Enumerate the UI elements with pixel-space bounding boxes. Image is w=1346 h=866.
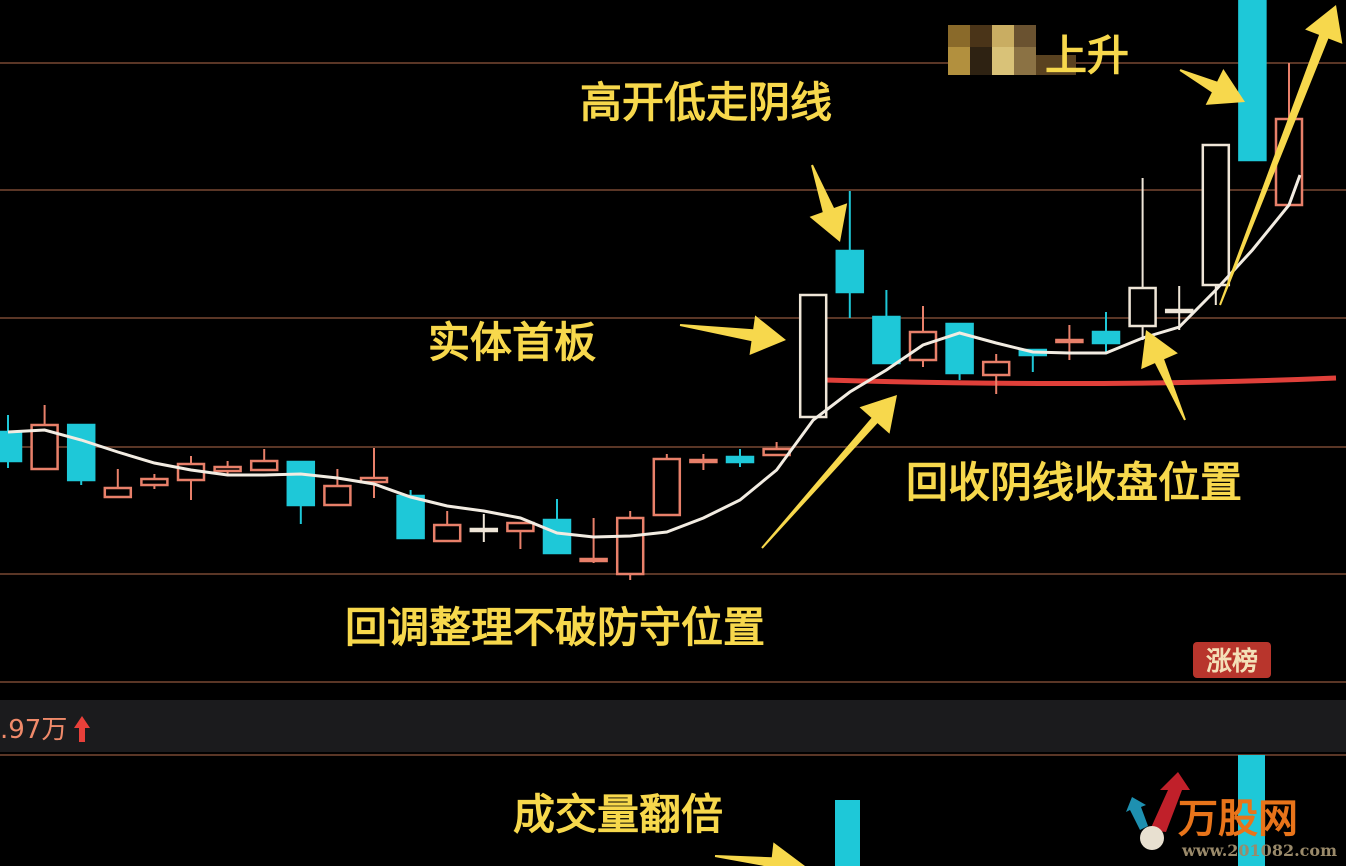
candle-body [1091,330,1121,345]
candle [286,460,316,524]
candle [1128,178,1157,340]
volume-value: .97万 [0,715,67,745]
candle-body [798,293,828,419]
candle-body [323,484,352,507]
pixelated-mosaic [948,25,1076,75]
candle-body [286,460,316,507]
candle [872,290,901,365]
candle-body [1128,286,1157,328]
candle [30,405,59,471]
candle [1238,0,1267,162]
candle [1091,312,1121,352]
candle [908,306,938,367]
candle-body [396,494,425,540]
candle-body [945,322,974,375]
annotation-pullback-hold: 回调整理不破防守位置 [345,603,765,652]
candle-body [249,459,279,472]
candle [579,518,608,563]
site-logo: 万股网 www.201082.com [1126,772,1337,860]
svg-text:万股网: 万股网 [1178,796,1298,842]
candle-body [1055,338,1084,344]
annotation-arrow [1219,5,1343,306]
candle-body [689,458,718,464]
candle [103,469,133,499]
candle [176,456,206,500]
candle-body [103,486,133,499]
candle-body [579,557,608,563]
candle-body [213,465,242,473]
volume-bar [1238,755,1265,866]
annotation-arrows [679,5,1343,866]
candle [432,511,462,543]
candle [542,499,572,555]
candle-body [652,457,682,517]
candle-body [1164,308,1194,314]
annotation-first-limit-board: 实体首板 [428,318,596,367]
candle [213,461,242,474]
annotation-volume-double: 成交量翻倍 [513,790,723,839]
candle-body [1238,0,1267,162]
candle [323,469,352,507]
candle-body [140,477,169,487]
candle [835,191,865,318]
candle [652,454,682,517]
gridlines [0,62,1346,683]
candle [981,354,1011,394]
candle [798,293,828,419]
candle-body [432,523,462,543]
candle-body [908,330,938,362]
candle [506,521,535,549]
candle-body [981,360,1011,377]
candle [140,474,169,489]
candle [689,454,718,470]
annotation-arrow [1141,330,1186,421]
candle [1055,325,1084,360]
candle-body [872,315,901,365]
annotation-arrow [761,395,897,549]
rank-badge[interactable]: 涨榜 [1193,642,1271,678]
annotation-arrow [679,315,786,356]
annotation-arrow [809,164,848,242]
annotation-arrow [1179,69,1245,105]
candle [725,449,755,467]
support-line [825,375,1337,387]
candle-body [506,521,535,533]
candle-body [835,249,865,294]
candle-body [542,518,572,555]
candle [359,448,389,498]
badge-label: 涨榜 [1206,646,1258,677]
ma-line [7,174,1302,539]
candle-body [469,527,499,533]
volume-header-bar [0,700,1346,752]
candle [615,511,645,580]
candle [469,514,499,542]
candle [762,442,791,457]
annotation-rising: 上升 [1045,31,1129,80]
candle [1201,143,1231,305]
candle-body [615,516,645,576]
candle [1164,286,1194,330]
annotation-gap-down-candle: 高开低走阴线 [580,78,832,127]
candle-body [359,476,389,484]
annotation-arrow [714,842,805,866]
volume-bar [835,800,860,866]
candle-body [1201,143,1231,287]
up-arrow-icon [74,716,90,742]
support-level-line [825,375,1337,387]
candle-body [0,430,23,463]
candle [249,449,279,472]
candle-body [725,455,755,464]
candle [0,415,23,468]
candle-body [762,447,791,457]
candle-body [66,423,96,482]
svg-text:www.201082.com: www.201082.com [1181,841,1337,860]
candle [66,423,96,485]
annotation-recover-close: 回收阴线收盘位置 [906,458,1242,507]
